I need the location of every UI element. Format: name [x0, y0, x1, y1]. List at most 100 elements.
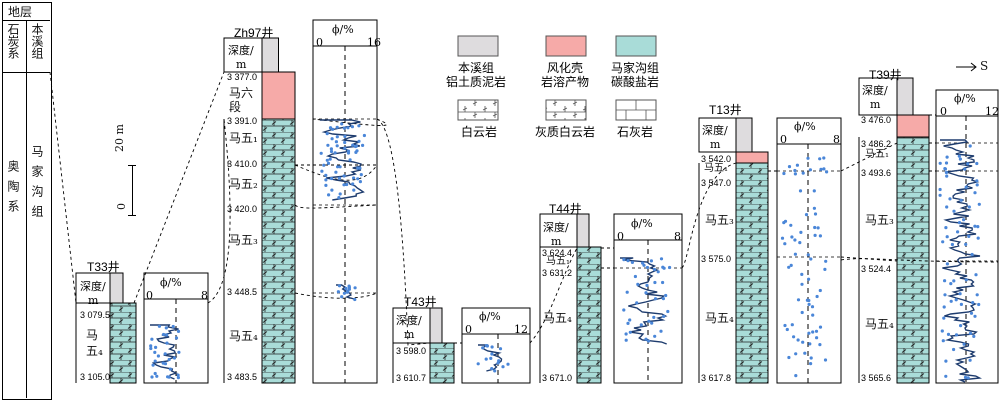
t39-phi-curve-pt-23 [967, 234, 971, 238]
t39-phi-curve-pt-2 [948, 197, 952, 201]
t13-phi-pt-2 [790, 323, 794, 327]
t39-phi-curve-pt-44 [959, 324, 963, 328]
t13-phi-pt-7 [793, 252, 798, 256]
t43-phi-curve-pt-8 [490, 352, 494, 356]
t33-phi-curve-pt-22 [177, 350, 181, 354]
t39-phi-curve-pt-34 [972, 334, 976, 338]
t39-phi-curve-pt-22 [968, 358, 972, 362]
t33-phi-curve-pt-26 [167, 375, 171, 379]
t39-depth-3: 3 524.4 [861, 264, 892, 274]
t13-depth-2: 3 575.0 [701, 254, 732, 264]
t39-unit-ma5-4: 马五₄ [865, 317, 894, 331]
t13-phi-pt-68 [811, 330, 815, 334]
correlation-line-2 [133, 71, 225, 304]
legend-swatch-calc-dolomite [545, 99, 587, 121]
zh97-phi-curve-2-pt-8 [336, 290, 340, 294]
zh97-phi-curve-pt-0 [324, 183, 328, 187]
t39-phi-curve-pt-26 [938, 161, 942, 165]
t33-phi-curve-pt-3 [149, 344, 153, 348]
zh97-phi-curve-pt-19 [346, 126, 350, 130]
t39-phi-curve-pt-19 [969, 311, 974, 315]
t44-phi-curve-pt-12 [666, 309, 670, 314]
t33-unit: 马 五₄ [86, 328, 103, 358]
t44-phi-curve-pt-39 [656, 270, 660, 274]
t39-phi-curve-pt-11 [962, 342, 966, 346]
system-carboniferous: 石炭系 [6, 23, 20, 59]
t13-phi-pt-43 [818, 325, 823, 329]
t44-phi-curve-pt-36 [653, 297, 658, 301]
t39-phi-curve-pt-13 [958, 292, 962, 296]
t39-depth-1: 3 486.2 [861, 139, 892, 149]
t44-phi-curve-pt-30 [647, 319, 651, 323]
zh97-phi-curve-pt-45 [343, 146, 347, 150]
t43-phi-curve-pt-10 [496, 361, 500, 365]
t39-phi-curve-pt-5 [957, 221, 962, 225]
t39-phi-curve-pt-61 [968, 331, 973, 335]
zh97-phi-curve-pt-10 [324, 173, 328, 177]
legend-swatch-weathering [545, 35, 587, 57]
t13-phi-pt-5 [808, 342, 812, 346]
t44-phi-curve-pt-2 [622, 308, 626, 312]
t43-phi-curve-pt-3 [498, 347, 503, 351]
t43-depth-0: 3 598.0 [396, 346, 427, 356]
correlation-line-3 [312, 118, 388, 126]
t13-phi-pt-8 [800, 282, 804, 286]
t39-phi-curve-pt-37 [942, 316, 946, 320]
t39-phi-curve-pt-20 [973, 224, 977, 228]
zh97-phi-curve-pt-58 [358, 180, 362, 184]
t43-carbonate-column [429, 342, 455, 384]
t44-phi-curve-pt-19 [649, 259, 654, 263]
t39-phi-curve-pt-29 [940, 329, 944, 333]
t43-phi-curve-pt-5 [490, 345, 494, 349]
t39-phi-curve-pt-68 [952, 279, 956, 283]
zh97-carbonate-column [261, 118, 296, 384]
legend-majiagou: 马家沟组 碳酸盐岩 [610, 61, 659, 89]
t33-phi-curve-pt-10 [165, 341, 169, 345]
t13-phi-pt-57 [799, 230, 803, 234]
zh97-phi-curve-pt-43 [326, 161, 331, 165]
t39-phi-curve-pt-57 [964, 242, 968, 246]
zh97-depth-hdr: 深度/m [228, 44, 254, 71]
t33-phi-curve-pt-27 [150, 337, 154, 341]
t39-phi-curve-pt-63 [967, 205, 971, 209]
t39-phi-curve-pt-8 [944, 161, 949, 165]
t43-phi-curve-pt-12 [484, 344, 488, 348]
zh97-depth-4: 3 448.5 [227, 287, 258, 297]
correlation-line-0 [49, 71, 77, 304]
t13-phi-pt-31 [822, 156, 826, 160]
t13-depth-box [698, 117, 737, 153]
t44-phi-curve-pt-3 [644, 337, 648, 341]
zh97-unit-ma6: 马六 段 [229, 86, 254, 115]
t33-phi-curve-pt-4 [157, 324, 161, 328]
t44-phi-curve-pt-29 [626, 321, 630, 325]
t13-phi-pt-9 [792, 335, 796, 339]
t33-phi-curve-pt-13 [168, 367, 172, 371]
formation-majiagou: 马家沟组 [30, 145, 44, 225]
t33-phi-curve-pt-16 [155, 374, 159, 378]
zh97-unit-ma5-4: 马五₄ [229, 329, 258, 343]
t39-phi-curve-pt-53 [944, 374, 948, 378]
zh97-unit-ma5-3: 马五₃ [229, 233, 258, 247]
well-name-t44: T44井 [549, 202, 582, 216]
zh97-phi-curve-2-pt-7 [353, 297, 357, 302]
t13-phi-pt-15 [818, 157, 822, 161]
zh97-phi-curve-2 [336, 284, 355, 300]
t39-phi-curve-pt-65 [977, 302, 981, 307]
t39-phi-curve-pt-59 [945, 262, 950, 266]
legend-limestone: 石灰岩 [616, 125, 653, 139]
zh97-phi-curve-pt-57 [342, 183, 346, 187]
zh97-phi-curve-pt-37 [334, 170, 338, 174]
t39-phi-curve-pt-32 [946, 332, 951, 336]
t39-phi-curve-pt-47 [945, 235, 949, 239]
t44-phi-curve-pt-11 [644, 291, 648, 295]
correlation-line-14 [840, 142, 898, 172]
t33-depth-0: 3 079.5 [80, 310, 111, 320]
t13-phi-pt-23 [815, 336, 819, 340]
correlation-line-9 [529, 247, 578, 344]
t44-phi-curve-pt-1 [630, 260, 635, 264]
t44-phi-curve-pt-18 [661, 297, 666, 301]
zh97-phi-curve-pt-26 [333, 151, 337, 155]
t33-phi-curve-pt-7 [165, 333, 169, 337]
